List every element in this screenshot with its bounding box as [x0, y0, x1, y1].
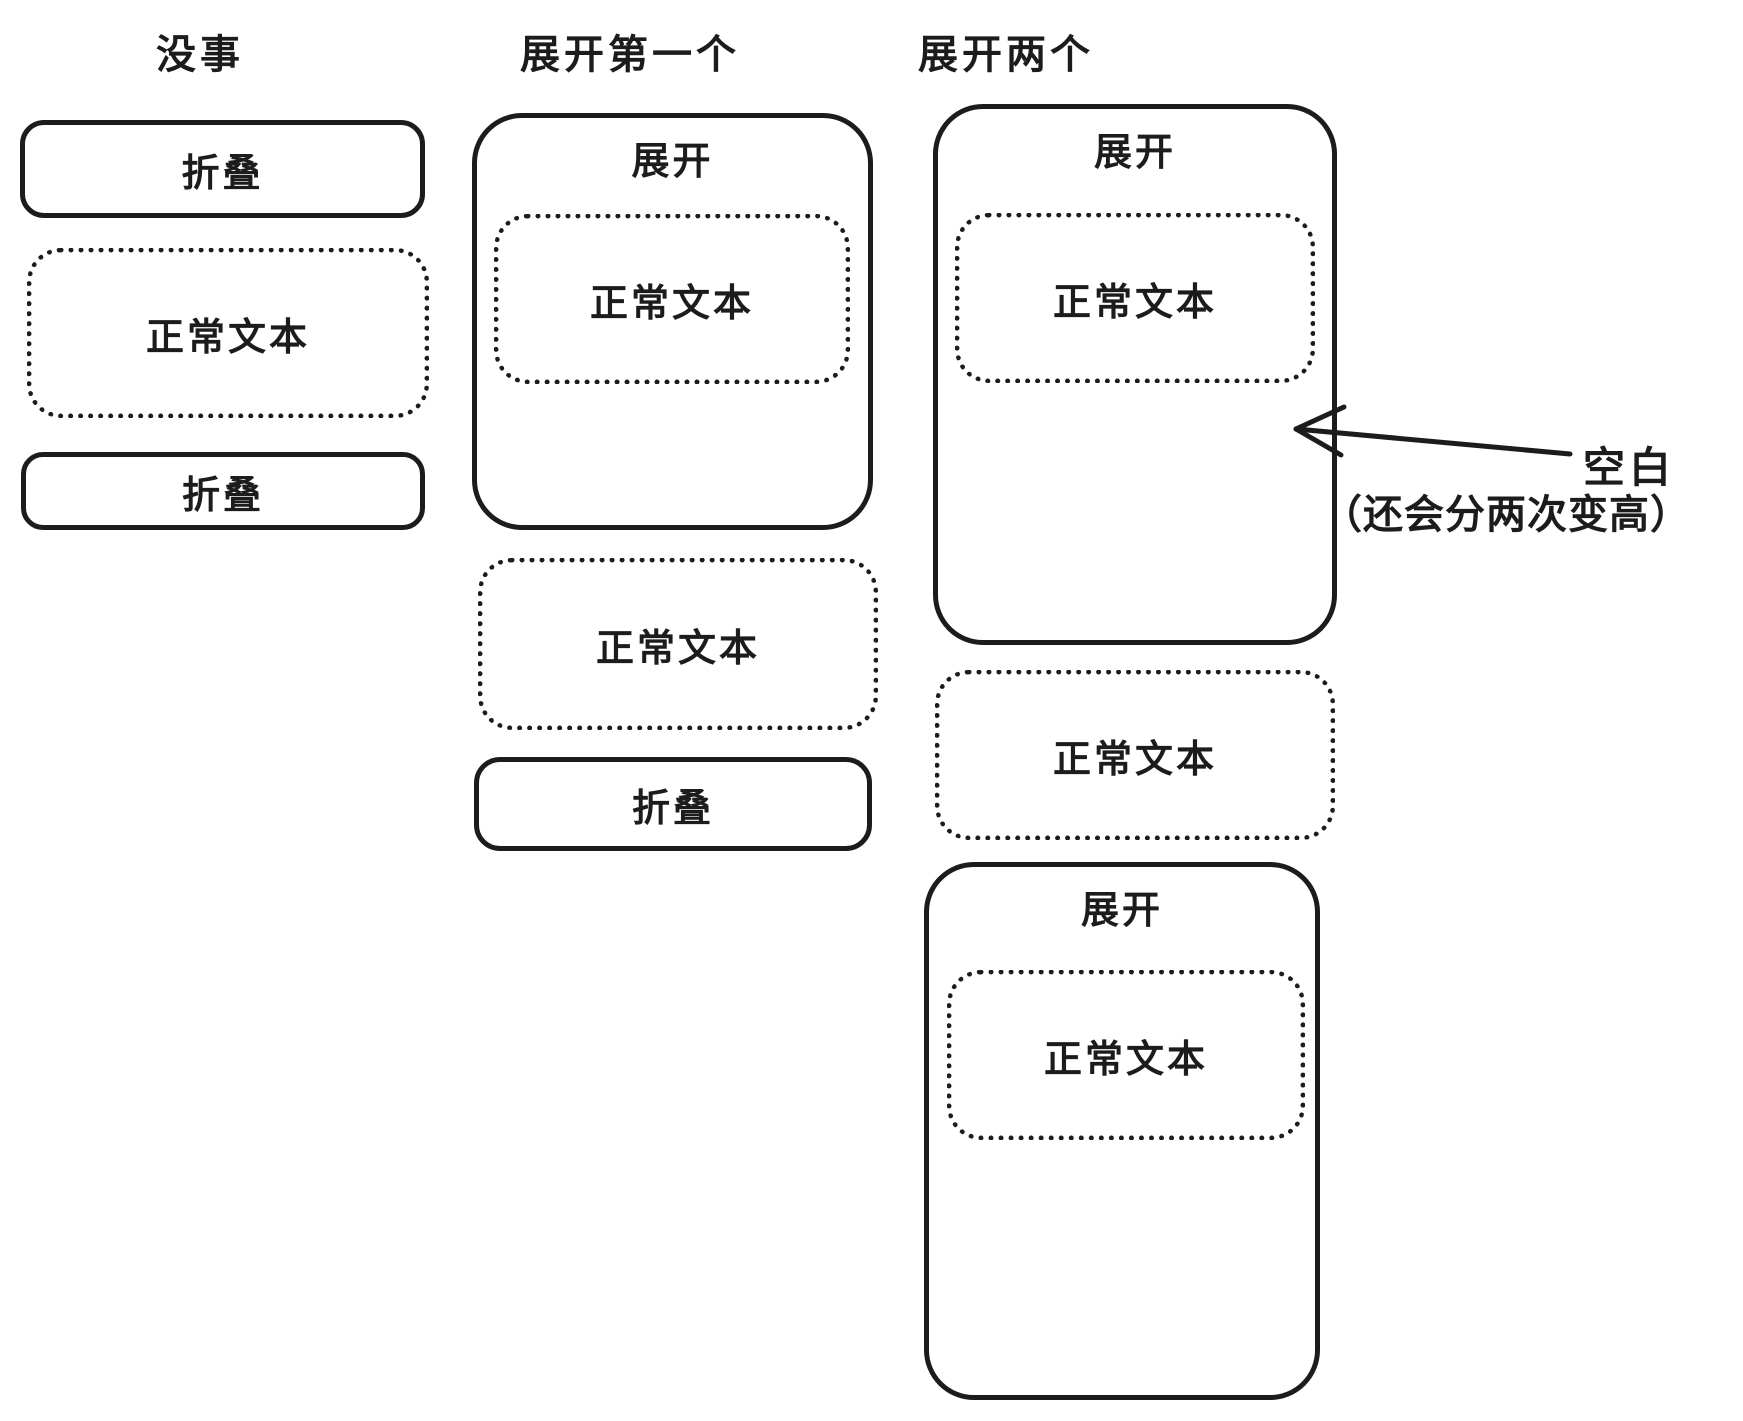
normal-text-label: 正常文本	[595, 625, 760, 670]
blank-annotation-note: （还会分两次变高）	[1322, 492, 1691, 538]
collapsed-box: 折叠	[20, 120, 425, 218]
expanded-inner-text-box: 正常文本	[947, 970, 1305, 1140]
collapsed-box-label: 折叠	[631, 785, 714, 830]
collapsed-box: 折叠	[21, 452, 425, 530]
normal-text-box: 正常文本	[27, 248, 429, 418]
column-title-expand-first: 展开第一个	[520, 32, 740, 78]
collapsed-box-label: 折叠	[181, 472, 264, 517]
normal-text-box: 正常文本	[935, 670, 1335, 840]
collapsed-box-label: 折叠	[181, 150, 264, 195]
column-title-expand-both: 展开两个	[918, 32, 1094, 78]
expanded-box-header: 展开	[1093, 130, 1176, 174]
expanded-inner-text-box: 正常文本	[955, 213, 1315, 383]
normal-text-label: 正常文本	[589, 280, 754, 325]
expanded-box-header: 展开	[1080, 888, 1163, 932]
column-title-none: 没事	[156, 32, 244, 78]
expanded-box: 展开 正常文本	[472, 113, 873, 530]
blank-annotation-label: 空白	[1583, 443, 1676, 492]
collapsed-box: 折叠	[474, 757, 872, 851]
expanded-inner-text-box: 正常文本	[494, 214, 850, 384]
expanded-box: 展开 正常文本	[933, 104, 1337, 645]
expanded-box-header: 展开	[631, 139, 714, 183]
normal-text-label: 正常文本	[1043, 1036, 1208, 1081]
normal-text-label: 正常文本	[1052, 736, 1217, 781]
normal-text-label: 正常文本	[145, 314, 310, 359]
blank-area-arrow-icon	[1293, 404, 1573, 458]
normal-text-box: 正常文本	[478, 558, 878, 730]
normal-text-label: 正常文本	[1052, 279, 1217, 324]
expanded-box: 展开 正常文本	[924, 862, 1320, 1400]
